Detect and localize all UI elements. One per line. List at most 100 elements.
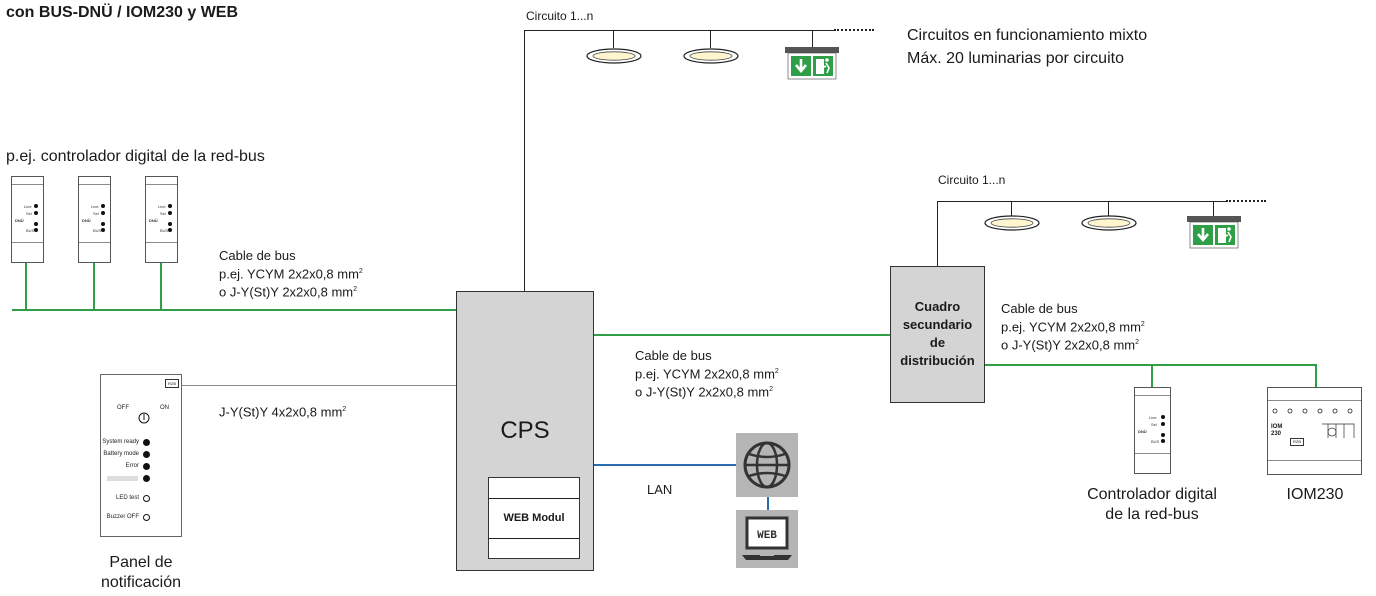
- dnu-controller-module-right: Line Sel DNÜ BUS: [1134, 387, 1171, 474]
- notification-panel-caption: Panel de notificación: [100, 554, 182, 591]
- module-text: DNÜ: [82, 218, 91, 223]
- status-led: [34, 228, 38, 232]
- status-led: [101, 222, 105, 226]
- bus-drop: [93, 262, 95, 310]
- controller-right-caption: Controlador digital de la red-bus: [1087, 486, 1217, 523]
- dnu-controller-module: Line Sel DNÜ BUS: [145, 176, 178, 263]
- drop-line: [1108, 201, 1109, 217]
- battery-mode-label: Battery mode: [103, 451, 139, 457]
- page-title: con BUS-DNÜ / IOM230 y WEB: [6, 4, 239, 21]
- buzzer-off-label: Buzzer OFF: [106, 514, 139, 520]
- module-text: DNÜ: [1138, 429, 1147, 434]
- status-led: [168, 211, 172, 215]
- status-led: [168, 228, 172, 232]
- web-icon-text: WEB: [757, 530, 777, 542]
- module-text: Sel: [1151, 422, 1157, 427]
- panel-off-label: OFF: [117, 405, 129, 411]
- bus-drop: [25, 262, 27, 310]
- terminal-row-icon: [1272, 408, 1353, 414]
- module-text: Sel: [160, 211, 166, 216]
- extra-led: [143, 475, 150, 482]
- module-text: Sel: [93, 211, 99, 216]
- led-test-label: LED test: [115, 495, 139, 501]
- bus-drop: [1315, 364, 1317, 388]
- ceiling-luminaire-icon: [683, 48, 739, 64]
- subdistribution-box: Cuadro secundario de distribución: [890, 266, 985, 403]
- status-led: [101, 228, 105, 232]
- mixed-operation-line1: Circuitos en funcionamiento mixto: [907, 27, 1148, 44]
- status-led: [34, 204, 38, 208]
- module-text: BUS: [160, 228, 169, 233]
- web-module-label: WEB Modul: [503, 512, 565, 524]
- error-label: Error: [125, 463, 139, 469]
- module-divider: [1135, 395, 1170, 396]
- lan-label: LAN: [647, 482, 673, 497]
- brand-logo: RZB: [1290, 438, 1304, 446]
- exit-sign-icon: [785, 47, 839, 80]
- module-text: Line: [91, 204, 99, 209]
- status-led: [168, 222, 172, 226]
- right-circuit-bus-line: [937, 201, 1227, 202]
- right-circuit-dots: [1226, 200, 1266, 202]
- web-module: WEB Modul: [488, 477, 580, 559]
- buzzer-off-button[interactable]: [143, 514, 150, 521]
- lan-line: [594, 464, 736, 466]
- label-strip: [107, 476, 138, 481]
- drop-line: [1213, 201, 1214, 217]
- module-text: DNÜ: [149, 218, 158, 223]
- status-led: [1161, 422, 1165, 426]
- bus-line-left: [12, 309, 456, 311]
- system-ready-label: System ready: [102, 439, 139, 445]
- status-led: [1161, 415, 1165, 419]
- drop-line: [812, 30, 813, 48]
- cps-cabinet: CPS WEB Modul: [456, 291, 594, 571]
- drop-line: [1011, 201, 1012, 217]
- bus-cable-mid-label: Cable de bus p.ej. YCYM 2x2x0,8 mm2 o J-…: [635, 348, 779, 400]
- bus-cable-right-label: Cable de bus p.ej. YCYM 2x2x0,8 mm2 o J-…: [1001, 301, 1145, 353]
- panel-cable-line: [182, 385, 456, 386]
- module-divider: [79, 184, 110, 185]
- module-text: Line: [1149, 415, 1157, 420]
- module-divider: [146, 242, 177, 243]
- ceiling-luminaire-icon: [586, 48, 642, 64]
- power-button-icon[interactable]: [138, 412, 150, 424]
- circuit-bus-line-top: [524, 30, 834, 31]
- cps-label: CPS: [500, 417, 550, 444]
- panel-cable-label: J-Y(St)Y 4x2x0,8 mm2: [219, 404, 347, 420]
- status-led: [1161, 439, 1165, 443]
- module-text: Line: [24, 204, 32, 209]
- module-text: Sel: [26, 211, 32, 216]
- notification-panel: RZB OFF ON System ready Battery mode Err…: [100, 374, 182, 537]
- subdistribution-label: Cuadro secundario de distribución: [900, 299, 975, 368]
- wiring-diagram-icon: [1322, 423, 1355, 438]
- module-divider: [146, 184, 177, 185]
- module-divider: [1268, 460, 1361, 461]
- status-led: [101, 211, 105, 215]
- iom230-caption: IOM230: [1286, 486, 1344, 503]
- laptop-web-icon: WEB: [736, 510, 798, 568]
- bus-drop: [1151, 364, 1153, 388]
- module-divider: [12, 184, 43, 185]
- iom-name: IOM 230: [1271, 424, 1283, 437]
- circuit-right-label: Circuito 1...n: [938, 173, 1006, 187]
- status-led: [1161, 433, 1165, 437]
- dnu-controller-module: Line Sel DNÜ BUS: [78, 176, 111, 263]
- module-divider: [489, 538, 579, 539]
- circuit-continuation-dots: [834, 29, 874, 31]
- led-test-button[interactable]: [143, 495, 150, 502]
- drop-line: [710, 30, 711, 48]
- module-text: BUS: [26, 228, 35, 233]
- bus-line-mid: [594, 334, 890, 336]
- status-led: [34, 211, 38, 215]
- mixed-operation-line2: Máx. 20 luminarias por circuito: [907, 50, 1124, 67]
- error-led: [143, 463, 150, 470]
- module-text: DNÜ: [15, 218, 24, 223]
- bus-drop: [160, 262, 162, 310]
- drop-line: [613, 30, 614, 48]
- module-divider: [1268, 400, 1361, 401]
- status-led: [34, 222, 38, 226]
- status-led: [168, 204, 172, 208]
- module-divider: [12, 242, 43, 243]
- module-divider: [489, 498, 579, 499]
- module-text: BUS: [1151, 439, 1160, 444]
